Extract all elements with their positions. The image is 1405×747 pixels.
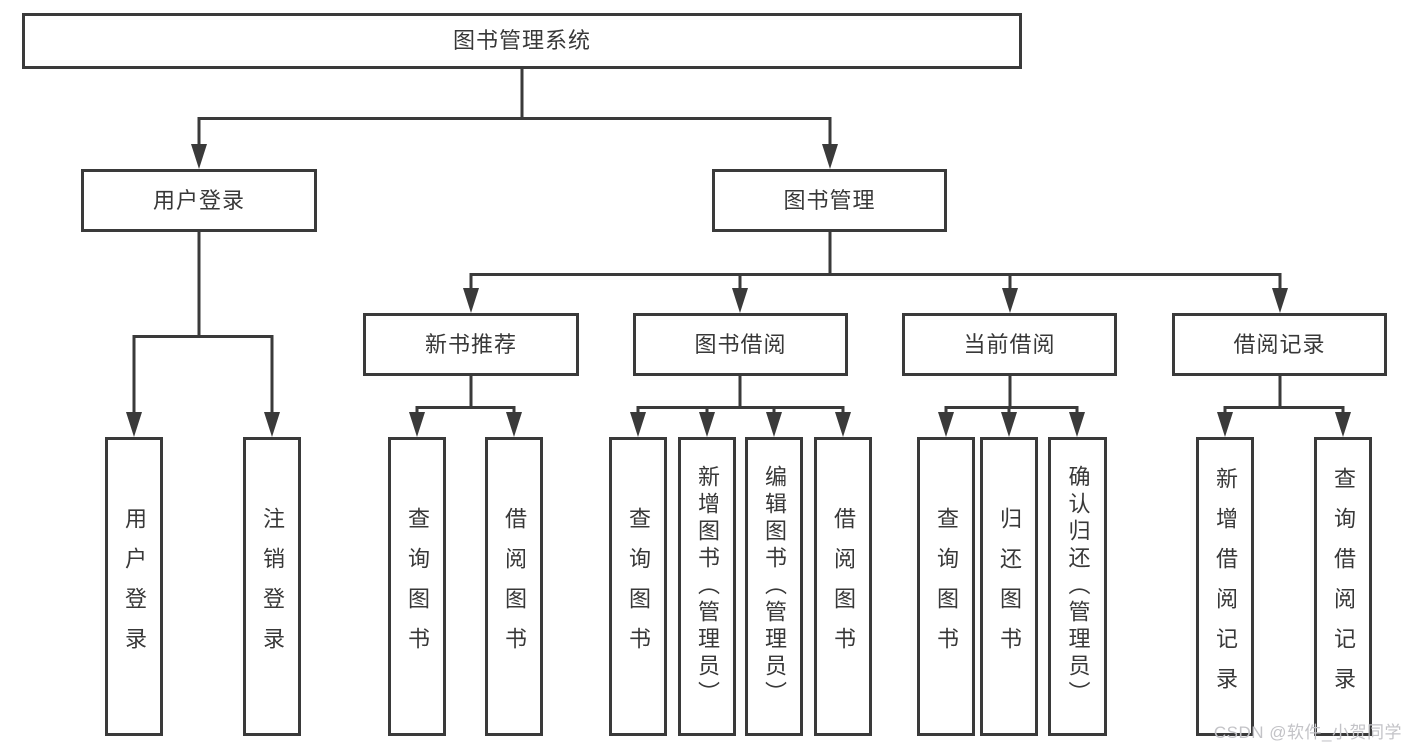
leaf-query-books-current: 查询图书 bbox=[917, 437, 975, 736]
node-label: 新增借阅记录 bbox=[1213, 466, 1238, 707]
node-user-login: 用户登录 bbox=[81, 169, 317, 232]
node-label: 查询图书 bbox=[934, 506, 959, 667]
node-label: 用户登录 bbox=[152, 187, 245, 213]
node-label: 借阅图书 bbox=[831, 506, 856, 667]
node-label: 新增图书（管理员） bbox=[695, 465, 720, 708]
node-label: 新书推荐 bbox=[424, 331, 517, 357]
node-book-borrowing: 图书借阅 bbox=[633, 313, 848, 376]
node-label: 查询图书 bbox=[626, 506, 651, 667]
node-label: 图书管理系统 bbox=[452, 28, 591, 53]
node-label: 查询借阅记录 bbox=[1331, 466, 1356, 707]
node-book-management-system: 图书管理系统 bbox=[22, 13, 1022, 69]
node-new-book-recommend: 新书推荐 bbox=[363, 313, 579, 376]
csdn-watermark: CSDN @软件_小贺同学 bbox=[1213, 723, 1402, 742]
node-label: 查询图书 bbox=[405, 506, 430, 667]
leaf-add-books-admin: 新增图书（管理员） bbox=[678, 437, 736, 736]
leaf-query-borrow-record: 查询借阅记录 bbox=[1314, 437, 1372, 736]
leaf-edit-books-admin: 编辑图书（管理员） bbox=[745, 437, 803, 736]
leaf-query-books-borrow: 查询图书 bbox=[609, 437, 667, 736]
node-label: 借阅图书 bbox=[502, 506, 527, 667]
node-book-management: 图书管理 bbox=[712, 169, 947, 232]
connector-segments bbox=[132, 66, 1345, 414]
leaf-return-books: 归还图书 bbox=[980, 437, 1038, 736]
node-label: 图书借阅 bbox=[694, 331, 787, 357]
node-label: 图书管理 bbox=[783, 187, 876, 213]
leaf-add-borrow-record: 新增借阅记录 bbox=[1196, 437, 1254, 736]
leaf-borrow-books-recommend: 借阅图书 bbox=[485, 437, 543, 736]
leaf-borrow-books: 借阅图书 bbox=[814, 437, 872, 736]
node-label: 借阅记录 bbox=[1233, 331, 1326, 357]
node-label: 用户登录 bbox=[122, 506, 147, 667]
node-borrowing-records: 借阅记录 bbox=[1172, 313, 1387, 376]
node-label: 归还图书 bbox=[997, 506, 1022, 667]
node-label: 当前借阅 bbox=[963, 331, 1056, 357]
leaf-query-books-recommend: 查询图书 bbox=[388, 437, 446, 736]
arrowheads bbox=[126, 144, 1351, 437]
leaf-confirm-return-admin: 确认归还（管理员） bbox=[1048, 437, 1107, 736]
node-current-borrowing: 当前借阅 bbox=[902, 313, 1117, 376]
node-label: 确认归还（管理员） bbox=[1065, 465, 1091, 708]
leaf-logout: 注销登录 bbox=[243, 437, 301, 736]
leaf-user-login: 用户登录 bbox=[105, 437, 163, 736]
node-label: 注销登录 bbox=[260, 506, 285, 667]
node-label: 编辑图书（管理员） bbox=[762, 465, 787, 708]
